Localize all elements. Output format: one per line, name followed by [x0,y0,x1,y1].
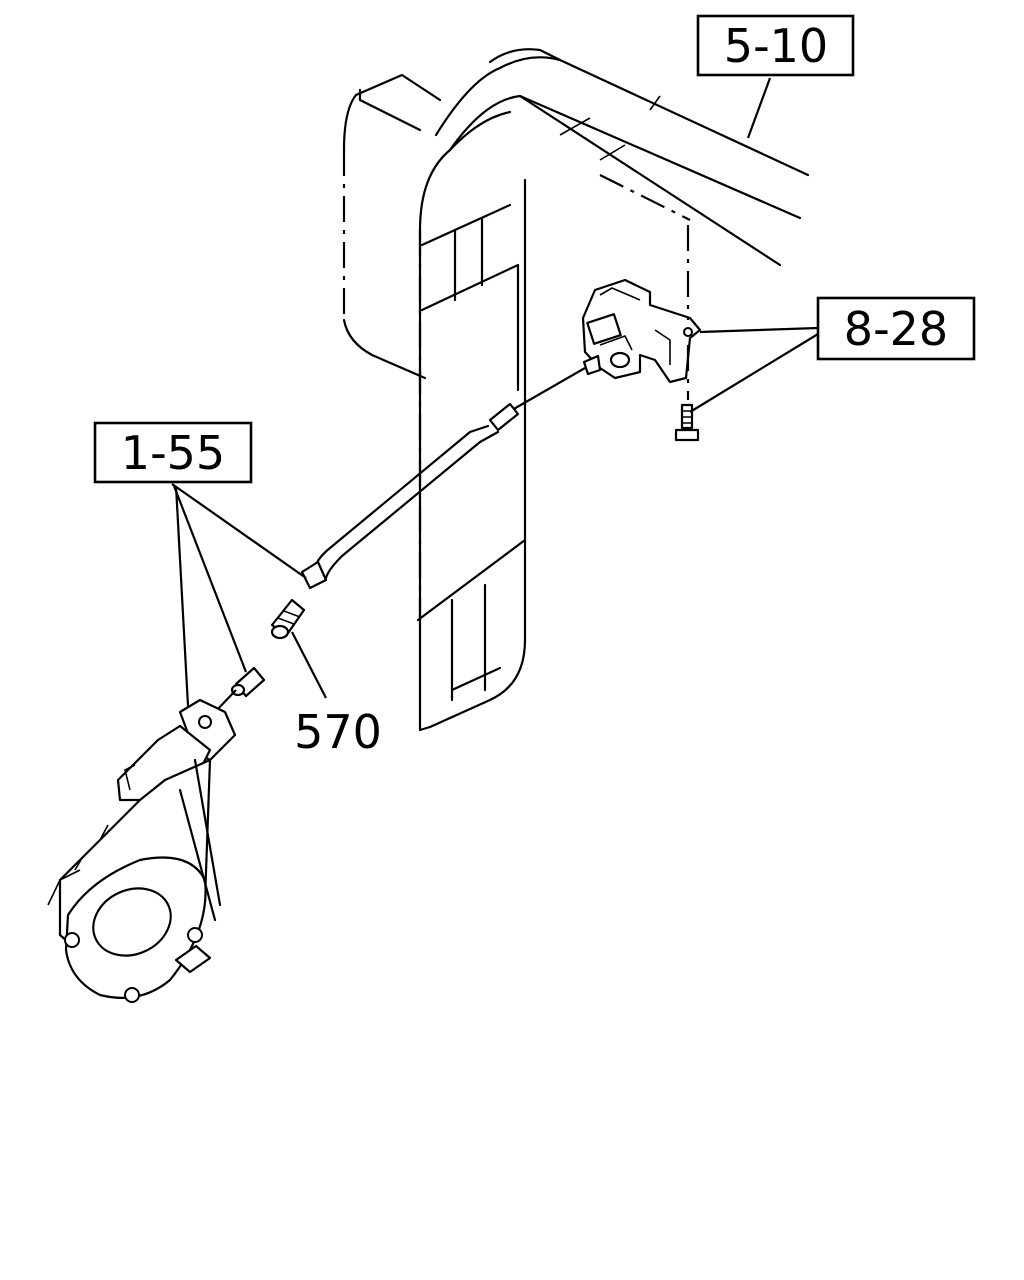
callout-8-28-label: 8-28 [844,302,948,356]
callout-5-10: 5-10 [696,14,855,77]
leader-1-55-a [171,483,307,579]
leader-5-10 [746,77,772,139]
fitting-570 [270,598,306,640]
part-number-570: 570 [294,705,382,759]
leader-8-28-lower [689,333,819,413]
throttle-body [47,698,237,1003]
leader-1-55-b [172,485,248,673]
radiator-frame [342,48,810,732]
leader-1-55-c [174,485,190,707]
callout-1-55-label: 1-55 [121,426,225,480]
callout-5-10-label: 5-10 [724,19,828,73]
bolt [674,403,700,442]
vacuum-hose [300,367,586,590]
callout-8-28: 8-28 [816,296,976,361]
callout-1-55: 1-55 [93,421,253,484]
connector [230,666,266,698]
leader-8-28-upper [699,326,819,334]
solenoid-valve [581,278,702,384]
leader-570 [291,631,327,699]
